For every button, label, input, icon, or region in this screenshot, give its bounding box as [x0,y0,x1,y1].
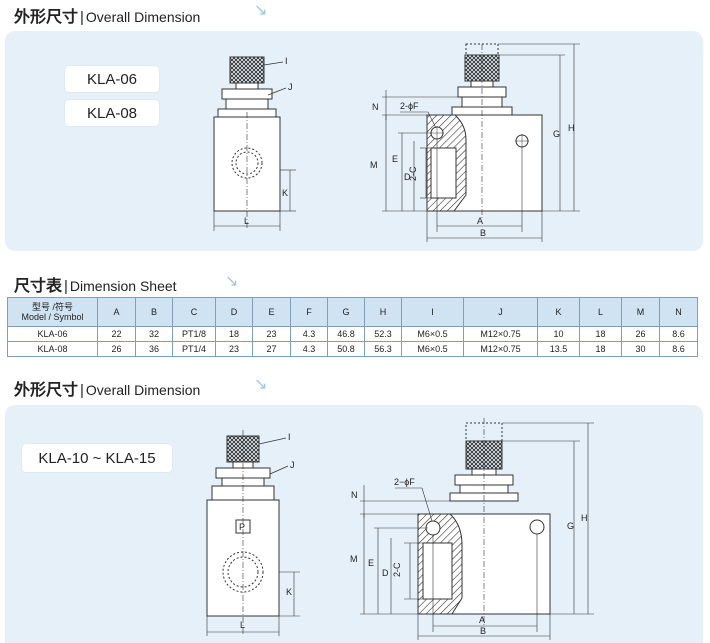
title-separator: | [80,382,84,399]
model-label-kla-10-15: KLA-10 ~ KLA-15 [22,444,172,472]
technical-drawing-1: I J K L 2-ϕF N M E D 2-C A B G H [213,43,580,242]
label-d: D [404,172,411,182]
model-label-kla-06: KLA-06 [65,66,159,92]
section-title-overall-dimension-1: 外形尺寸|Overall Dimension [14,3,200,27]
label-h: H [568,123,575,133]
title-separator: | [64,278,68,295]
label-e: E [392,154,398,164]
section-title-cn: 外形尺寸 [14,382,79,399]
table-cell: 10 [537,326,580,342]
label-l: L [240,620,245,630]
table-cell: 22 [97,326,136,342]
section-title-cn: 尺寸表 [14,278,63,295]
table-cell: 4.3 [290,341,328,357]
label-n: N [351,490,358,500]
table-cell: 4.3 [290,326,328,342]
table-cell: 27 [252,341,291,357]
table-cell: PT1/4 [172,341,216,357]
decorative-arrow-icon: ↘ [254,376,268,393]
label-k: K [286,587,292,597]
section-title-dimension-sheet: 尺寸表|Dimension Sheet [14,272,177,296]
label-e: E [368,558,374,568]
table-cell: 18 [579,341,622,357]
label-g: G [553,129,560,139]
label-j: J [288,82,293,92]
decorative-arrow-icon: ↘ [225,273,239,290]
label-j: J [290,460,295,470]
header-col: J [463,297,538,327]
table-cell: 8.6 [659,326,698,342]
label-m: M [350,554,358,564]
header-col: B [135,297,173,327]
label-p: P [239,522,245,532]
label-l: L [244,216,249,226]
header-col: E [252,297,291,327]
row-model: KLA-08 [7,341,98,357]
table-cell: 46.8 [327,326,365,342]
header-col: I [401,297,464,327]
table-cell: 36 [135,341,173,357]
header-col: F [290,297,328,327]
row-model: KLA-06 [7,326,98,342]
label-m: M [370,160,378,170]
label-h: H [581,513,588,523]
label-i: I [285,56,288,66]
section-title-cn: 外形尺寸 [14,9,79,26]
table-cell: 52.3 [364,326,402,342]
title-separator: | [80,9,84,26]
table-cell: 50.8 [327,341,365,357]
header-col: N [659,297,698,327]
section-title-en: Overall Dimension [85,382,201,398]
section-title-en: Dimension Sheet [69,278,177,294]
decorative-arrow-icon: ↘ [254,2,268,19]
header-col: H [364,297,402,327]
label-b: B [480,626,486,636]
table-cell: 26 [97,341,136,357]
section-title-overall-dimension-2: 外形尺寸|Overall Dimension [14,376,200,400]
table-cell: 18 [215,326,253,342]
front-view-port [231,147,263,179]
table-cell: 13.5 [537,341,580,357]
table-cell: 26 [621,326,660,342]
section-title-en: Overall Dimension [85,9,201,25]
table-cell: M6×0.5 [401,341,464,357]
label-n: N [372,102,379,112]
header-col: D [215,297,253,327]
label-a: A [477,216,483,226]
label-g: G [567,521,574,531]
table-cell: 23 [215,341,253,357]
label-k: K [282,188,288,198]
label-i: I [288,432,291,442]
table-row: KLA-08 26 36 PT1/4 23 27 4.3 50.8 56.3 M… [7,341,698,357]
table-cell: 56.3 [364,341,402,357]
label-2-c: 2-C [392,562,402,577]
label-2-phi-f: 2-ϕF [400,101,419,111]
table-cell: M12×0.75 [463,326,538,342]
label-2-phi-f: 2−ϕF [394,477,415,487]
label-a: A [479,615,485,625]
table-cell: M12×0.75 [463,341,538,357]
header-col: L [579,297,622,327]
table-cell: 8.6 [659,341,698,357]
model-label-kla-08: KLA-08 [65,100,159,126]
table-cell: 32 [135,326,173,342]
label-2-c: 2-C [408,166,418,181]
table-cell: PT1/8 [172,326,216,342]
label-d: D [382,568,389,578]
header-col: G [327,297,365,327]
table-row: KLA-06 22 32 PT1/8 18 23 4.3 46.8 52.3 M… [7,326,698,342]
label-b: B [480,228,486,238]
